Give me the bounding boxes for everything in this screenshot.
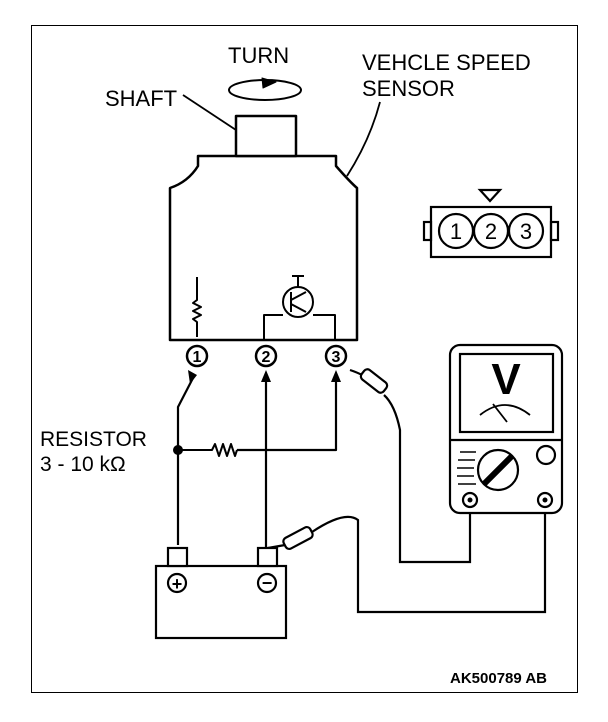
battery-negative-icon (256, 572, 278, 594)
dial-scale-icon (457, 451, 476, 485)
connector-ear-right (549, 220, 560, 242)
transistor-wiring (263, 314, 336, 340)
sensor-leader (346, 101, 381, 177)
transistor-icon (282, 286, 314, 318)
battery-negative-sign: − (262, 573, 273, 593)
sensor-label-line1: VEHCLE SPEED (362, 50, 531, 75)
power-button-icon (535, 444, 557, 466)
jack-dot-negative (542, 497, 548, 503)
battery-post-negative (256, 546, 279, 568)
connector-key-icon (477, 188, 503, 203)
connector-ear-left (422, 220, 433, 242)
diagram-frame (31, 25, 578, 693)
jack-dot-positive (467, 497, 473, 503)
shaft-label: SHAFT (105, 86, 177, 111)
arrowhead-terminal-2 (261, 370, 271, 382)
voltmeter-needle (479, 403, 531, 423)
figure-id-label: AK500789 AB (450, 670, 547, 687)
resistor-label-line2: 3 - 10 kΩ (40, 453, 126, 476)
terminal-1-icon (185, 344, 209, 368)
terminal-3-number: 3 (332, 349, 341, 366)
turn-label: TURN (228, 43, 289, 68)
turn-arrowhead (261, 77, 277, 89)
resistor-label-line1: RESISTOR (40, 428, 147, 451)
transistor-leads (290, 275, 307, 313)
battery-positive-icon (166, 572, 188, 594)
connector-pin-3-icon (507, 212, 545, 250)
connector-pin-3-number: 3 (520, 219, 532, 244)
wire-terminal-1 (176, 377, 194, 545)
probe-lead-negative (267, 500, 547, 614)
resistor-junction-dot (173, 445, 183, 455)
arrowhead-terminal-3 (331, 370, 341, 382)
terminal-3-icon (324, 344, 348, 368)
battery-positive-sign: + (172, 574, 183, 594)
sensor-housing (168, 154, 359, 342)
meter-jack-negative (536, 491, 554, 509)
probe-tip-positive (359, 368, 389, 394)
sensor-label-line2: SENSOR (362, 76, 455, 101)
voltmeter-display (458, 352, 555, 434)
connector-pin-1-number: 1 (450, 219, 462, 244)
terminal-1-number: 1 (193, 349, 202, 366)
voltmeter-symbol: V (491, 355, 521, 404)
probe-tip-negative (282, 525, 314, 551)
shaft (234, 114, 298, 158)
terminal-2-icon (254, 344, 278, 368)
connector-pin-2-number: 2 (485, 219, 497, 244)
external-resistor-icon (178, 443, 238, 457)
battery-post-positive (166, 546, 189, 568)
terminal-2-number: 2 (262, 349, 271, 366)
selector-dial-icon (476, 448, 520, 492)
internal-resistor-icon (192, 277, 202, 337)
meter-jack-positive (461, 491, 479, 509)
arrowhead-terminal-1 (188, 370, 197, 384)
battery (154, 564, 288, 640)
wire-terminal-3 (237, 378, 338, 452)
shaft-leader (182, 94, 237, 131)
dial-indicator (481, 453, 515, 487)
